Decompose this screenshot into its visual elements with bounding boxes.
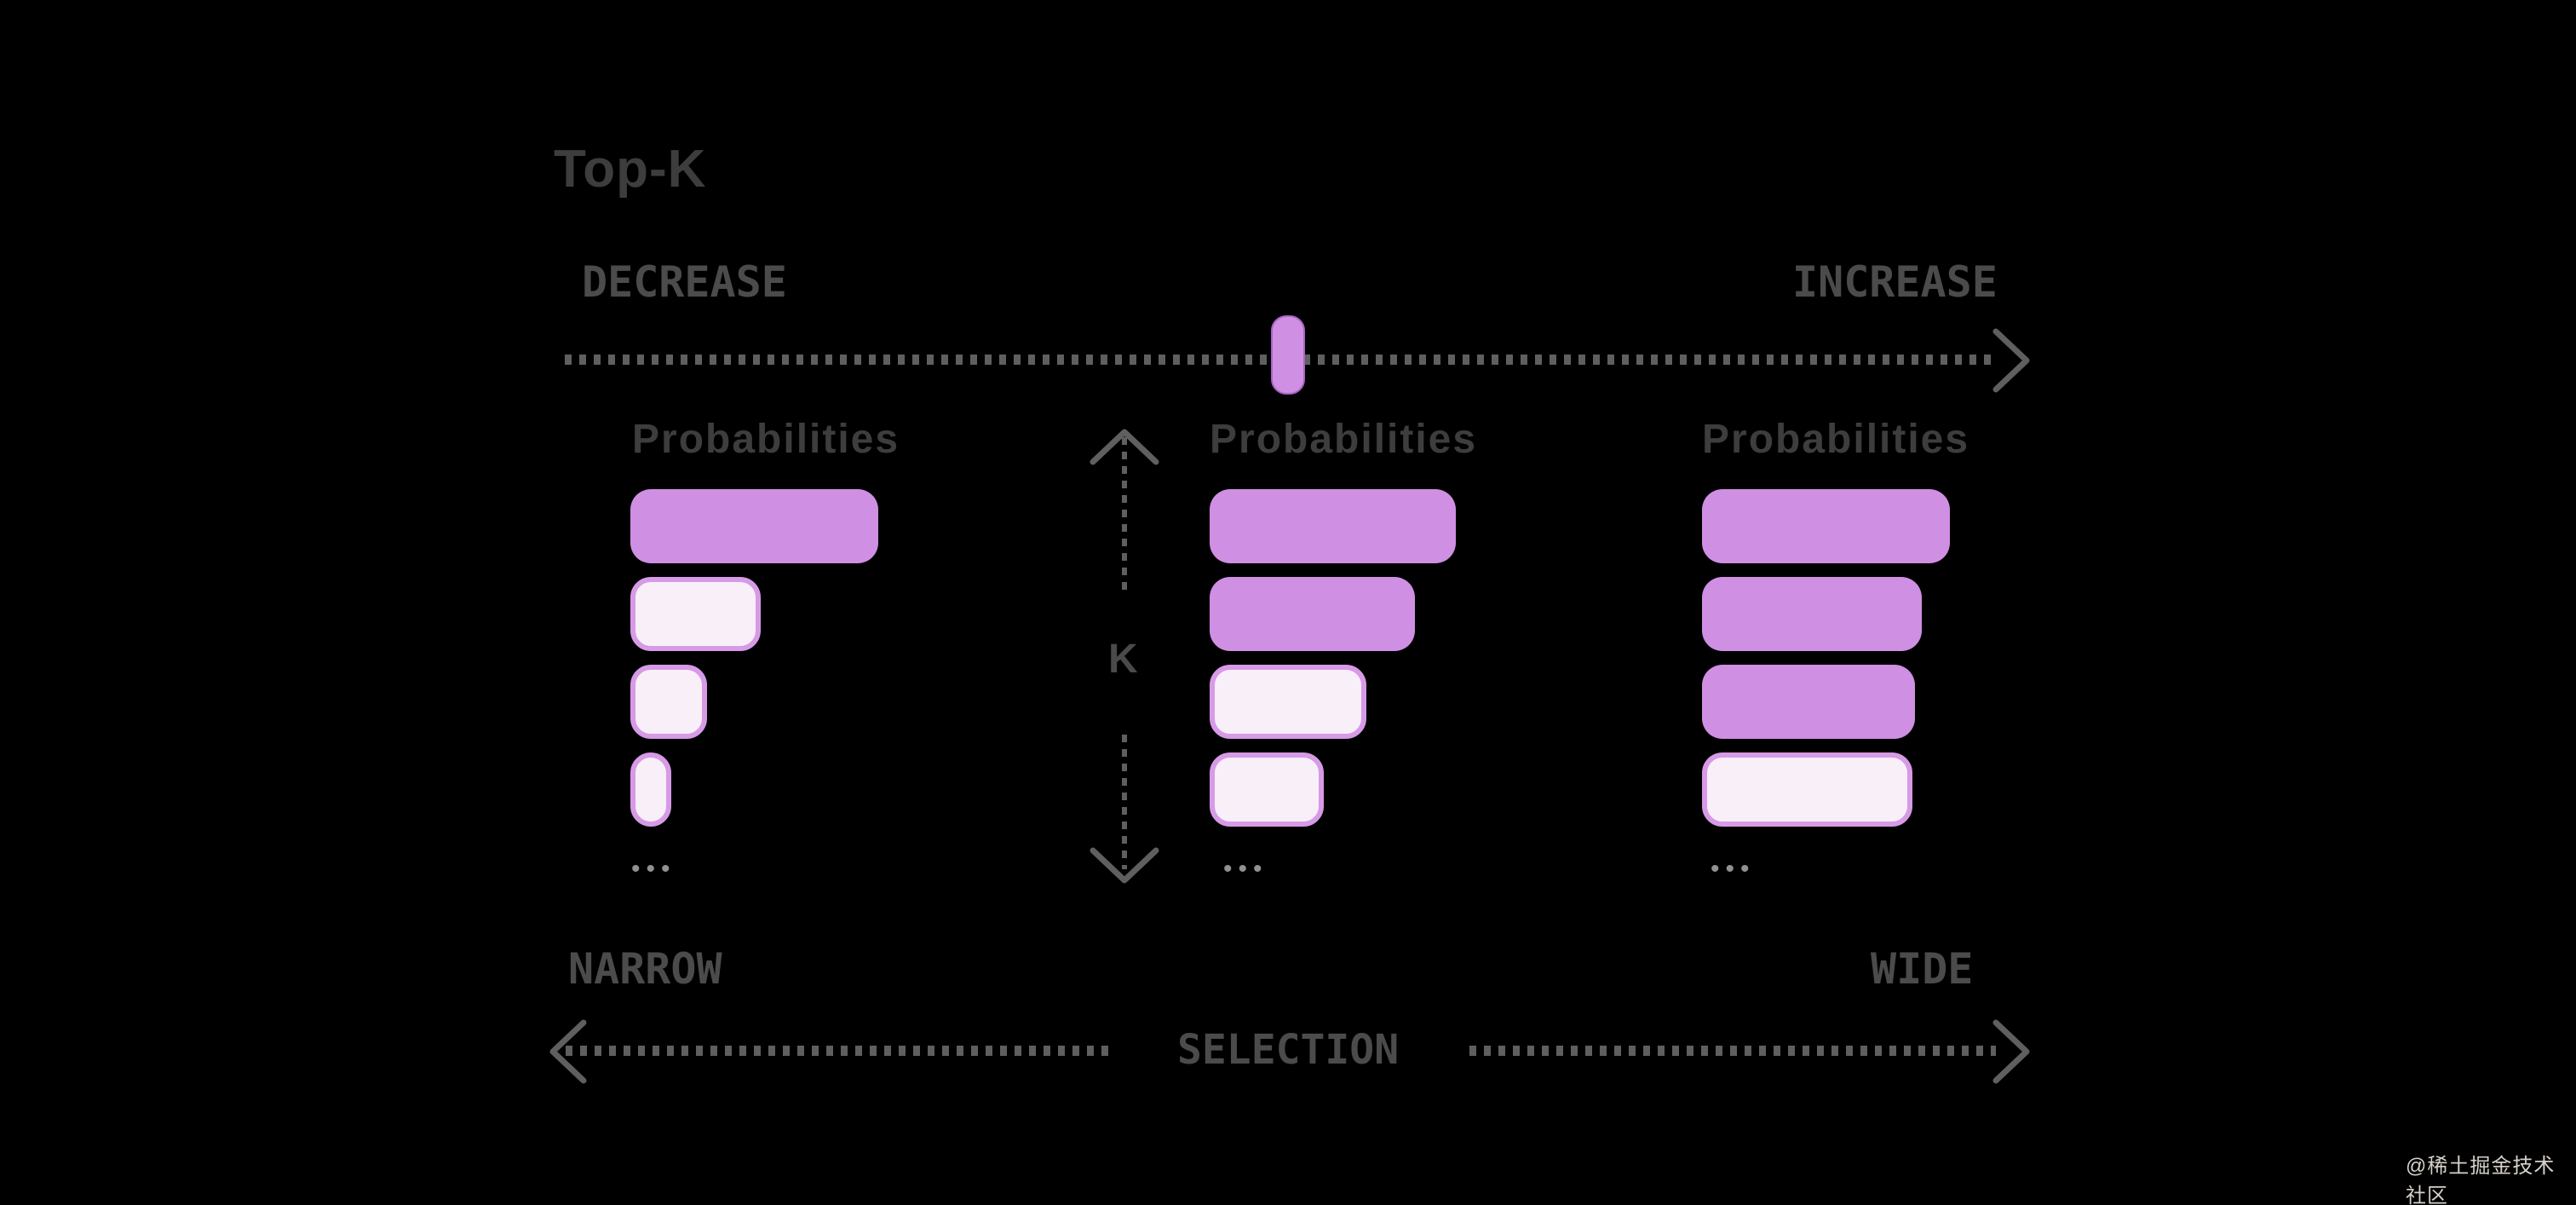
- probabilities-label: Probabilities: [632, 417, 900, 462]
- arrow-right-icon: [1992, 328, 2030, 393]
- probability-bars-medium: [1210, 489, 1456, 840]
- decrease-label: DECREASE: [582, 257, 787, 307]
- k-axis-line-top: [1122, 437, 1127, 592]
- ellipsis: •••: [1223, 855, 1268, 883]
- k-axis-line-bottom: [1122, 735, 1127, 869]
- ellipsis: •••: [631, 855, 676, 883]
- increase-label: INCREASE: [1792, 257, 1998, 307]
- arrow-down-icon: [1090, 847, 1159, 884]
- wide-label: WIDE: [1871, 944, 1974, 994]
- selection-label: SELECTION: [1177, 1026, 1400, 1074]
- arrow-right-icon: [1992, 1019, 2030, 1084]
- probability-bar: [1702, 489, 1950, 563]
- selection-axis-line-right: [1469, 1046, 1996, 1056]
- selection-axis-line-left: [566, 1046, 1111, 1056]
- probability-bars-narrow: [630, 489, 878, 840]
- probability-bar: [1210, 752, 1324, 827]
- probability-bars-wide: [1702, 489, 1950, 840]
- probability-bar: [1702, 665, 1915, 739]
- slider-handle[interactable]: [1271, 315, 1305, 395]
- probability-bar: [1210, 577, 1415, 651]
- narrow-label: NARROW: [568, 944, 722, 994]
- probability-bar: [630, 752, 671, 827]
- probability-bar: [630, 489, 878, 563]
- probability-bar: [1210, 489, 1456, 563]
- probability-bar: [1702, 752, 1912, 827]
- arrow-up-icon: [1090, 429, 1159, 465]
- probability-bar: [630, 577, 761, 651]
- probability-bar: [1210, 665, 1366, 739]
- probability-bar: [630, 665, 707, 739]
- ellipsis: •••: [1711, 855, 1756, 883]
- k-label: K: [1108, 637, 1138, 682]
- probabilities-label: Probabilities: [1210, 417, 1478, 462]
- probability-bar: [1702, 577, 1922, 651]
- page-title: Top-K: [554, 140, 707, 199]
- probabilities-label: Probabilities: [1702, 417, 1970, 462]
- watermark: @稀土掘金技术社区: [2406, 1155, 2556, 1205]
- arrow-left-icon: [549, 1019, 587, 1084]
